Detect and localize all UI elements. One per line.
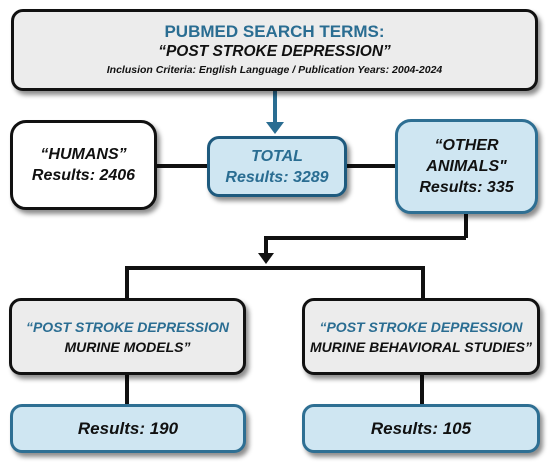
humans-results: Results: 2406 (31, 167, 136, 184)
search-terms-box: PUBMED SEARCH TERMS: “POST STROKE DEPRES… (11, 9, 538, 91)
murine-models-line1: “POST STROKE DEPRESSION (25, 318, 230, 335)
murine-models-results-box: Results: 190 (10, 404, 246, 453)
total-results: Results: 3289 (225, 168, 329, 186)
search-query: “POST STROKE DEPRESSION” (158, 43, 391, 60)
total-box: TOTAL Results: 3289 (207, 136, 347, 197)
down-arrow-icon (258, 253, 274, 264)
murine-behavioral-box: “POST STROKE DEPRESSION MURINE BEHAVIORA… (302, 298, 540, 375)
murine-models-line2: MURINE MODELS” (64, 338, 191, 355)
inclusion-criteria: Inclusion Criteria: English Language / P… (106, 64, 443, 76)
murine-behavioral-line2: MURINE BEHAVIORAL STUDIES” (310, 338, 532, 355)
murine-behavioral-results: Results: 105 (370, 418, 472, 438)
other-animals-label-line1: “OTHER (434, 137, 499, 154)
other-animals-box: “OTHER ANIMALS" Results: 335 (395, 119, 538, 214)
search-terms-title: PUBMED SEARCH TERMS: (164, 22, 385, 41)
murine-models-results: Results: 190 (77, 418, 179, 438)
murine-behavioral-line1: “POST STROKE DEPRESSION (319, 318, 523, 335)
down-arrow-icon (266, 122, 284, 134)
total-label: TOTAL (251, 147, 303, 165)
murine-behavioral-results-box: Results: 105 (302, 404, 540, 453)
humans-label: “HUMANS” (40, 146, 127, 163)
murine-models-box: “POST STROKE DEPRESSION MURINE MODELS” (9, 298, 246, 375)
humans-box: “HUMANS” Results: 2406 (10, 120, 157, 210)
other-animals-label-line2: ANIMALS" (426, 158, 507, 175)
other-animals-results: Results: 335 (419, 179, 514, 196)
